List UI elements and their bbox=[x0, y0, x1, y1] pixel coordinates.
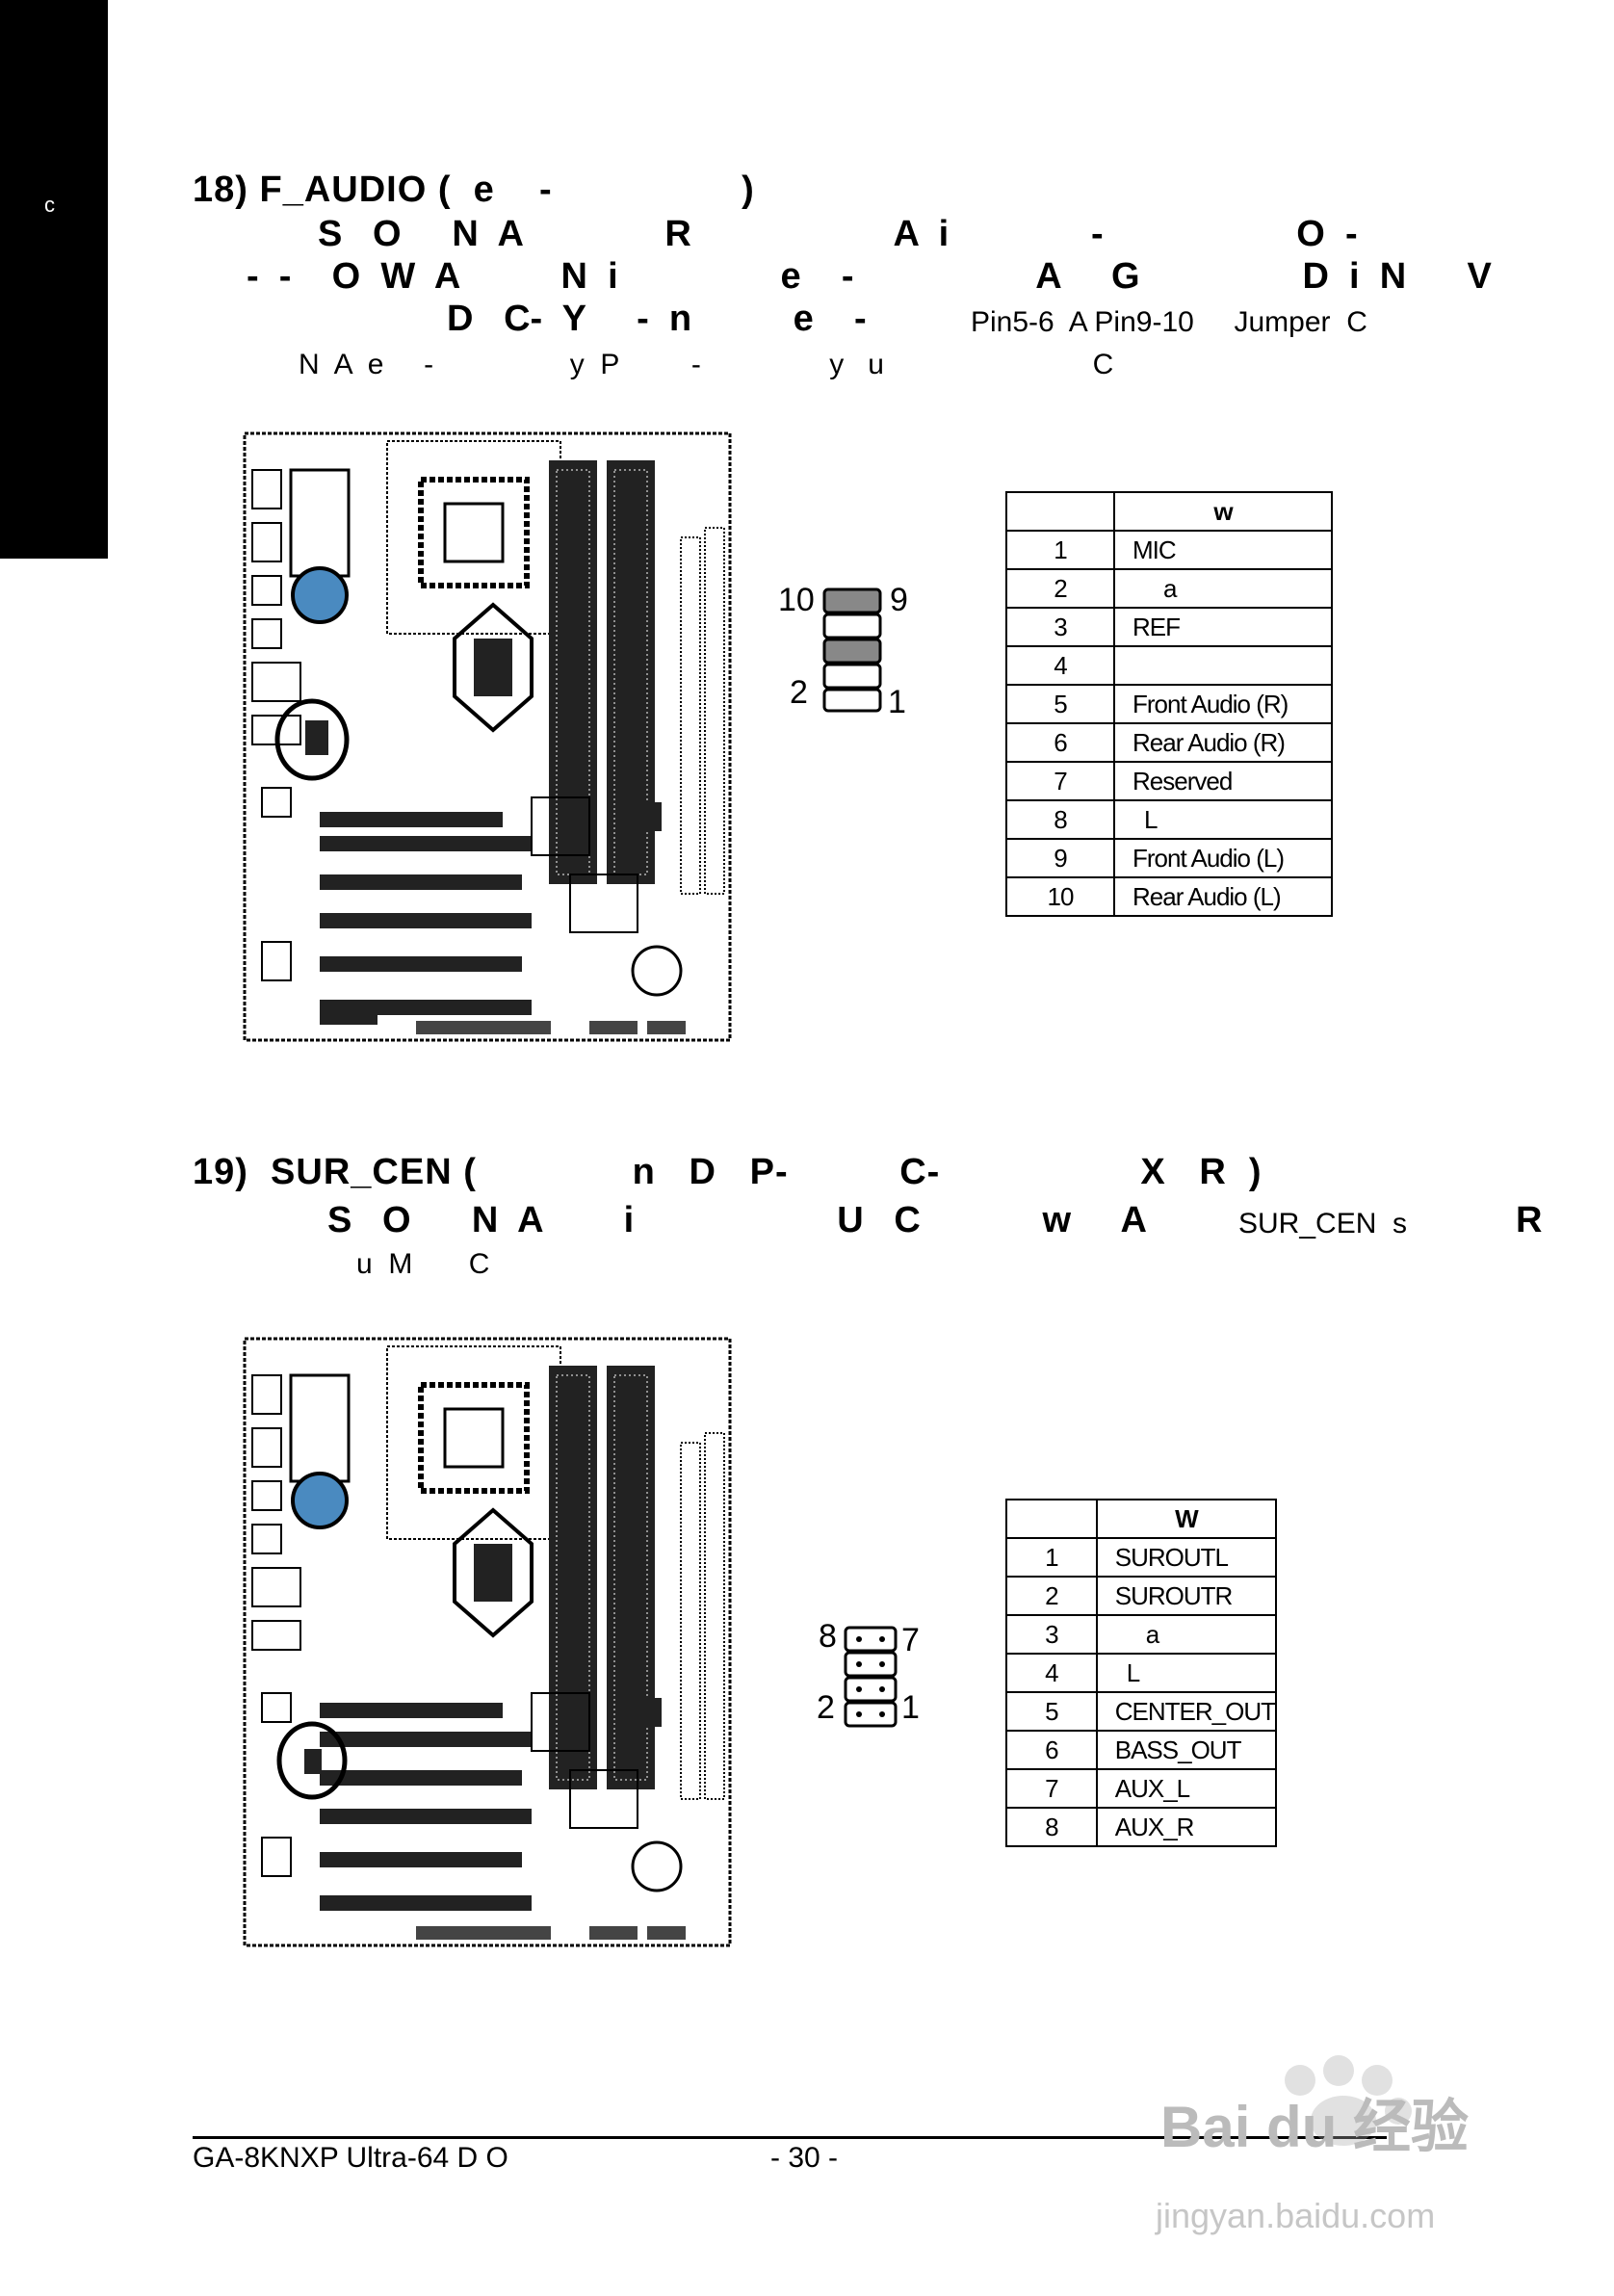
pin-number: 5 bbox=[1005, 684, 1115, 724]
f-audio-header-pins bbox=[822, 587, 882, 713]
sur-cen-header-pins bbox=[844, 1626, 898, 1728]
section-19-line-1-end: R bbox=[1516, 1200, 1543, 1240]
pin-definition: SUROUTR bbox=[1095, 1576, 1278, 1616]
pin-number: 7 bbox=[1005, 1768, 1098, 1809]
pin-number: 3 bbox=[1005, 607, 1115, 647]
section-18-line-3-pins: Pin5-6 A Pin9-10 Jumper C bbox=[971, 306, 1367, 338]
pin-number: 6 bbox=[1005, 1730, 1098, 1770]
motherboard-diagram-19 bbox=[243, 1337, 732, 1947]
section-19-line-2: u M C bbox=[356, 1248, 490, 1280]
section-18-line-4: N A e - y P - y u C bbox=[299, 349, 1114, 380]
pin-definition: Reserved bbox=[1113, 761, 1333, 801]
pin-label-7: 7 bbox=[901, 1622, 920, 1658]
pin-definition: a bbox=[1113, 568, 1333, 609]
section-18-line-3: D C- Y - n e - bbox=[447, 299, 867, 339]
watermark-url: jingyan.baidu.com bbox=[1156, 2196, 1436, 2235]
pin-number: 4 bbox=[1005, 1653, 1098, 1693]
pin-definition: MIC bbox=[1113, 530, 1333, 570]
pin-number: 2 bbox=[1005, 568, 1115, 609]
pin-number: 6 bbox=[1005, 722, 1115, 763]
section-19-heading: 19) SUR_CEN ( n D P- C- X R ) bbox=[193, 1152, 1263, 1192]
pin-label-2: 2 bbox=[790, 674, 808, 711]
watermark-text: Bai du 经验 bbox=[1160, 2095, 1470, 2159]
pin-label-10: 10 bbox=[778, 582, 815, 618]
pin-number: 1 bbox=[1005, 530, 1115, 570]
pin-definition: SUROUTL bbox=[1095, 1537, 1278, 1578]
pin-number: 3 bbox=[1005, 1614, 1098, 1655]
pin-definition: L bbox=[1113, 799, 1333, 840]
footer-rule bbox=[193, 2136, 1387, 2139]
table-header-row: w bbox=[1005, 491, 1333, 532]
section-18-heading: 18) F_AUDIO ( e - ) bbox=[193, 170, 755, 210]
pin-number: 10 bbox=[1005, 876, 1115, 917]
definition-header: w bbox=[1113, 491, 1333, 532]
pin-number: 7 bbox=[1005, 761, 1115, 801]
section-18-line-1: S O N A R A i - O - bbox=[318, 214, 1358, 254]
pin-definition: a bbox=[1095, 1614, 1278, 1655]
pin-number: 8 bbox=[1005, 1807, 1098, 1847]
table-row: 4 bbox=[1005, 645, 1333, 686]
pin-definition: Front Audio (L) bbox=[1113, 838, 1333, 878]
pin-no-header bbox=[1005, 1499, 1098, 1539]
footer-page-number: - 30 - bbox=[770, 2142, 839, 2174]
pin-definition: Rear Audio (R) bbox=[1113, 722, 1333, 763]
pin-label-8: 8 bbox=[819, 1618, 837, 1655]
pin-definition: Rear Audio (L) bbox=[1113, 876, 1333, 917]
sidebar-label: c bbox=[44, 193, 55, 217]
pin-label-9: 9 bbox=[890, 582, 908, 618]
table-header-row: W bbox=[1005, 1499, 1278, 1539]
pin-label-1: 1 bbox=[888, 684, 906, 720]
pin-definition: L bbox=[1095, 1653, 1278, 1693]
section-19-line-1-connector: SUR_CEN s bbox=[1238, 1208, 1408, 1239]
pin-number: 4 bbox=[1005, 645, 1115, 686]
pin-label-1: 1 bbox=[901, 1689, 920, 1726]
pin-no-header bbox=[1005, 491, 1115, 532]
baidu-paw-logo-icon bbox=[1285, 2055, 1412, 2146]
pin-number: 2 bbox=[1005, 1576, 1098, 1616]
footer-manual-title: GA-8KNXP Ultra-64 D O bbox=[193, 2142, 508, 2174]
pin-label-2: 2 bbox=[817, 1689, 835, 1726]
pin-definition bbox=[1113, 645, 1333, 686]
pin-number: 5 bbox=[1005, 1691, 1098, 1732]
pin-definition: AUX_R bbox=[1095, 1807, 1278, 1847]
pin-number: 1 bbox=[1005, 1537, 1098, 1578]
section-19-line-1: S O N A i U C w A bbox=[327, 1200, 1147, 1240]
pin-definition: CENTER_OUT bbox=[1095, 1691, 1278, 1732]
section-18-line-2: - - O W A N i e - A G D i N V bbox=[247, 256, 1492, 297]
pin-definition: REF bbox=[1113, 607, 1333, 647]
pin-definition: Front Audio (R) bbox=[1113, 684, 1333, 724]
motherboard-diagram-18 bbox=[243, 431, 732, 1042]
chapter-sidebar-tab: c bbox=[0, 0, 108, 559]
pin-number: 9 bbox=[1005, 838, 1115, 878]
pin-number: 8 bbox=[1005, 799, 1115, 840]
definition-header: W bbox=[1095, 1499, 1278, 1539]
pin-definition: AUX_L bbox=[1095, 1768, 1278, 1809]
pin-definition: BASS_OUT bbox=[1095, 1730, 1278, 1770]
